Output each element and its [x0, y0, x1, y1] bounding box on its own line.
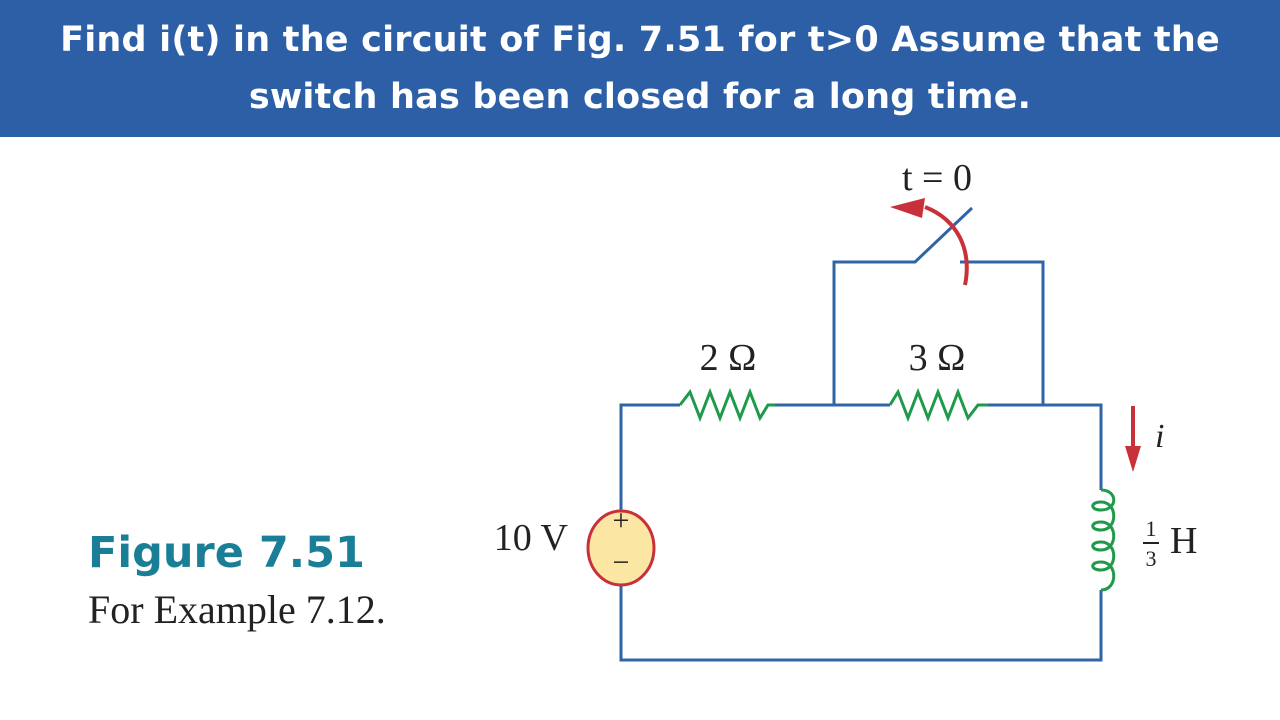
source-plus: + [613, 504, 630, 537]
inductor-denominator: 3 [1146, 546, 1157, 571]
resistor-3ohm [888, 387, 988, 423]
wires [619, 206, 1103, 662]
inductor-unit: H [1170, 520, 1197, 562]
r2-label: 3 Ω [909, 337, 966, 379]
wire-left-top [619, 403, 680, 512]
inductor-numerator: 1 [1146, 516, 1157, 541]
r1-label: 2 Ω [700, 337, 757, 379]
question-title: Find i(t) in the circuit of Fig. 7.51 fo… [60, 19, 1220, 117]
wire-bottom [619, 584, 1103, 662]
switch-contact-wire [960, 260, 1045, 405]
current-label: i [1155, 418, 1164, 455]
switch-blade [832, 206, 974, 405]
source-label: 10 V [494, 517, 569, 559]
figure-caption: For Example 7.12. [88, 587, 386, 632]
voltage-source [586, 509, 656, 587]
header-banner: Find i(t) in the circuit of Fig. 7.51 fo… [0, 0, 1280, 137]
wire-right [988, 403, 1103, 490]
inductor-coil [1091, 488, 1116, 592]
current-arrow-head [1125, 446, 1141, 472]
switch-arrow [924, 205, 969, 286]
switch-arrow-head [890, 198, 925, 218]
figure-label: Figure 7.51 [88, 528, 365, 578]
resistor-2ohm [678, 387, 775, 423]
switch-label: t = 0 [902, 157, 972, 199]
source-minus: − [613, 546, 630, 579]
